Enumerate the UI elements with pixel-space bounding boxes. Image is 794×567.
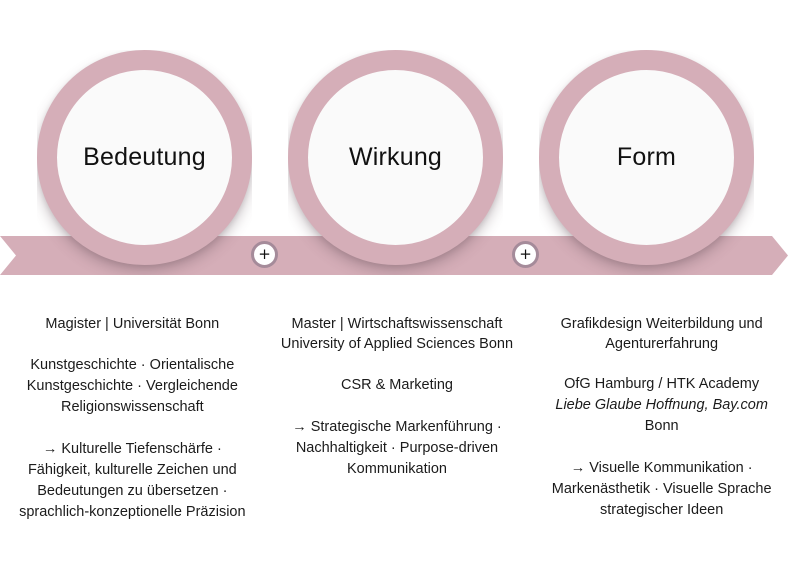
column-2-outcome: → Strategische Markenführung · Nachhalti… (292, 419, 502, 477)
node-clip-form: Form (539, 50, 754, 275)
node-circles-layer: Bedeutung Wirkung Form (37, 50, 754, 275)
connector-badges-layer: + + (251, 241, 539, 268)
column-3-heading: Grafikdesign Weiterbildung und Agenturer… (560, 316, 763, 352)
plus-symbol-2: + (519, 245, 532, 263)
plus-icon-connector-2[interactable]: + (512, 241, 539, 268)
node-wirkung[interactable]: Wirkung (288, 50, 503, 265)
column-1-subjects: Kunstgeschichte · Orientalische Kunstges… (26, 357, 238, 415)
node-clip-bedeutung: Bedeutung (37, 50, 252, 275)
node-bedeutung[interactable]: Bedeutung (37, 50, 252, 265)
column-bedeutung: Magister | Universität Bonn Kunstgeschic… (0, 300, 265, 523)
column-3-institutions: OfG Hamburg / HTK Academy Liebe Glaube H… (543, 374, 780, 437)
column-3-institutions-line-3: Bonn (644, 418, 679, 434)
node-clip-wirkung: Wirkung (288, 50, 503, 275)
node-label-bedeutung: Bedeutung (83, 143, 206, 171)
column-2-heading: Master | Wirtschaftswissenschaft Univers… (280, 316, 514, 352)
column-wirkung: Master | Wirtschaftswissenschaft Univers… (265, 300, 530, 523)
plus-symbol-1: + (258, 245, 271, 263)
plus-icon-connector-1[interactable]: + (251, 241, 278, 268)
column-1-heading: Magister | Universität Bonn (45, 316, 220, 332)
node-form[interactable]: Form (539, 50, 754, 265)
node-label-wirkung: Wirkung (348, 143, 443, 171)
node-label-form: Form (616, 143, 677, 171)
column-form: Grafikdesign Weiterbildung und Agenturer… (529, 300, 794, 523)
detail-columns: Magister | Universität Bonn Kunstgeschic… (0, 300, 794, 523)
column-3-institutions-line-1: OfG Hamburg / HTK Academy (564, 376, 760, 392)
column-2-subjects: CSR & Marketing (340, 377, 453, 393)
column-3-institutions-line-2: Liebe Glaube Hoffnung, Bay.com (555, 397, 768, 413)
column-1-outcome: → Kulturelle Tiefenschärfe · Fähigkeit, … (19, 441, 246, 520)
column-3-outcome: → Visuelle Kommunikation · Markenästheti… (551, 460, 772, 518)
